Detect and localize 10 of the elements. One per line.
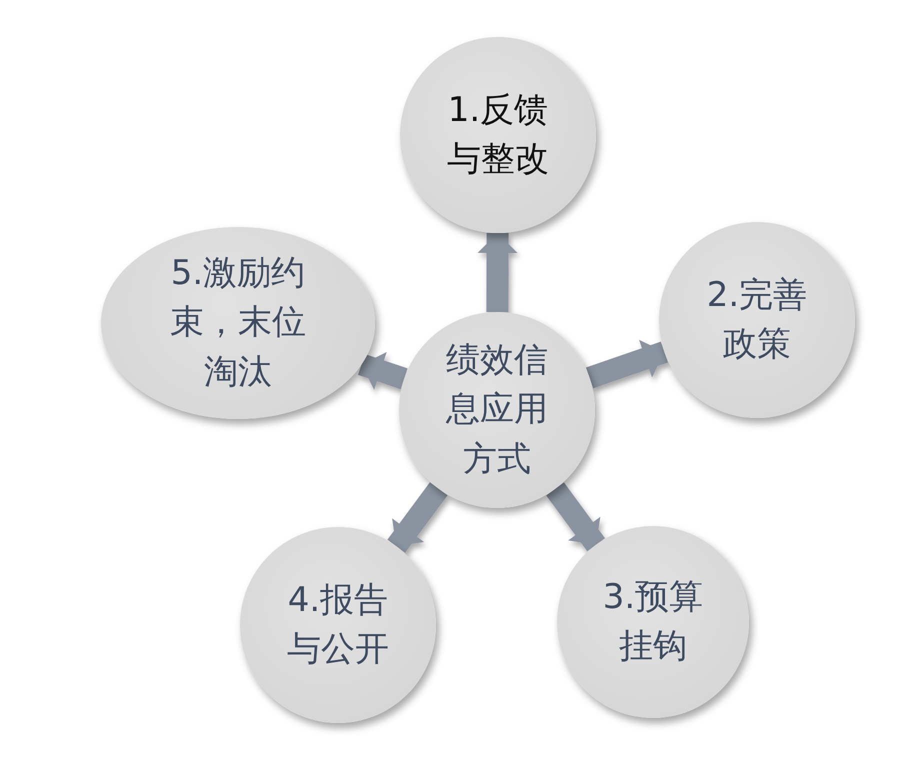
node-label: 2.完善政策 <box>706 274 808 366</box>
block-arrow <box>358 352 408 390</box>
block-arrow <box>586 340 668 388</box>
node-label: 绩效信息应用方式 <box>444 339 549 481</box>
block-arrow <box>546 482 605 552</box>
node-label: 5.激励约束，末位淘汰 <box>169 252 307 394</box>
node-label: 3.预算挂钩 <box>602 576 704 668</box>
block-arrow <box>387 482 448 553</box>
node-label: 4.报告与公开 <box>286 578 390 671</box>
node-label: 1.反馈与整改 <box>446 88 550 181</box>
